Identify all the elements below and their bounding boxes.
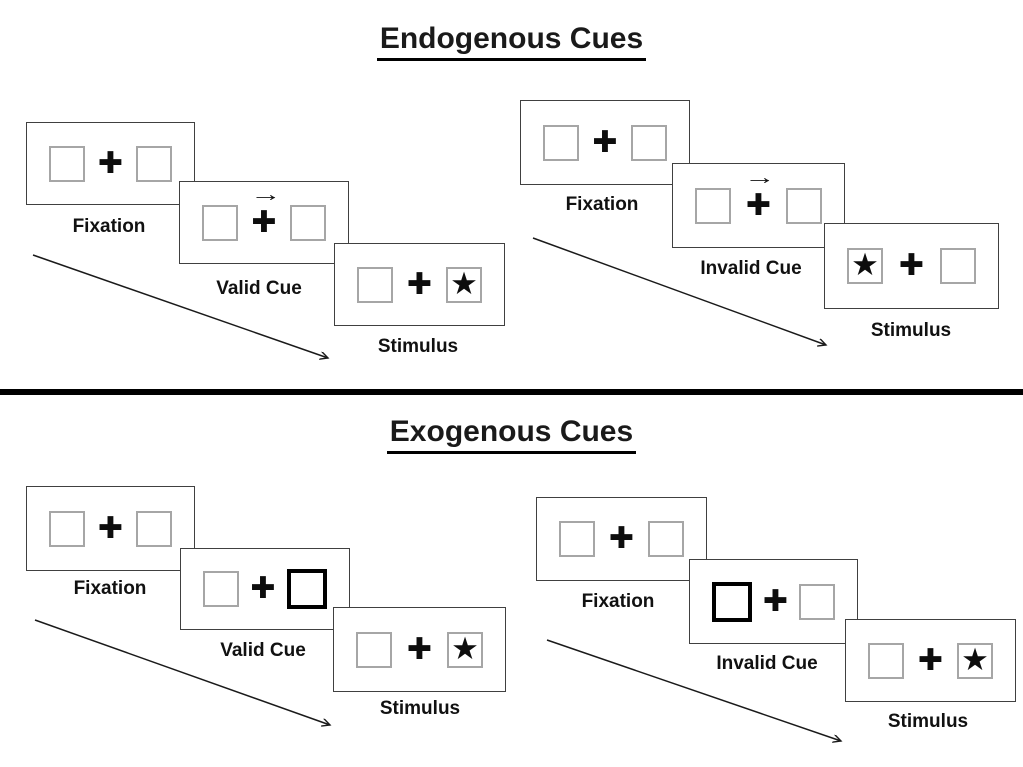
fixation-cross-icon: ✚ [97,146,124,180]
fixation-cross-icon: ✚ [97,511,124,545]
plus-glyph: ✚ [406,267,433,301]
fixation-cross-icon: → ✚ [744,167,776,222]
fixation-label: Fixation [72,216,146,237]
timeline-arrow [546,639,854,751]
stimulus-label: Stimulus [870,320,952,341]
timeline-arrow [34,619,342,735]
target-box-right: ★ [446,630,483,668]
placeholder-box-left [49,145,85,182]
fixation-cross-icon: ✚ [406,267,433,301]
placeholder-box-left [695,187,731,224]
placeholder-box-right [135,510,172,547]
panel-fixation: ✚ [520,100,690,185]
invalid-cue-label: Invalid Cue [700,258,802,279]
placeholder-box-right [289,204,326,241]
fixation-label: Fixation [581,591,655,612]
placeholder-box-right [798,583,835,620]
panel-valid-cue: ✚ [180,548,350,630]
plus-glyph: ✚ [745,188,772,222]
panel-fixation: ✚ [536,497,707,581]
fixation-cross-icon: ✚ [762,584,789,618]
placeholder-box-left [868,642,904,679]
placeholder-box-left [357,266,393,303]
stimulus-label: Stimulus [377,336,459,357]
fixation-cross-icon: ✚ [406,632,433,666]
fixation-cross-icon: ✚ [917,643,944,677]
placeholder-box-left [543,124,579,161]
fixation-cross-icon: ✚ [250,574,275,604]
plus-glyph: ✚ [917,643,944,677]
fixation-cross-icon: ✚ [609,524,634,554]
valid-cue-label: Valid Cue [216,278,302,299]
plus-glyph: ✚ [762,584,789,618]
placeholder-box-right [135,145,172,182]
cue-highlight-box-right [286,569,327,609]
plus-glyph: ✚ [608,522,635,555]
cue-highlight-box-left [712,581,752,622]
target-box-right: ★ [445,265,482,303]
exogenous-section-title: Exogenous Cues [0,415,1023,454]
plus-glyph: ✚ [898,249,925,282]
panel-stimulus: ★ ✚ [824,223,999,309]
panel-stimulus: ✚ ★ [845,619,1016,702]
panel-stimulus: ✚ ★ [333,607,506,692]
placeholder-box-right [647,521,684,557]
placeholder-box-left [202,204,238,241]
target-box-left: ★ [847,248,883,284]
cue-arrow-right-icon: → [249,182,282,206]
cue-arrow-right-icon: → [744,165,776,189]
plus-glyph: ✚ [97,146,124,180]
placeholder-box-left [203,571,239,607]
plus-glyph: ✚ [406,632,433,666]
exogenous-title-text: Exogenous Cues [386,415,637,454]
placeholder-box-left [559,521,595,557]
fixation-cross-icon: ✚ [899,251,924,281]
fixation-label: Fixation [73,578,147,599]
stimulus-label: Stimulus [379,698,461,719]
valid-cue-label: Valid Cue [220,640,306,661]
panel-valid-cue: → ✚ [179,181,349,264]
target-box-right: ★ [956,641,993,679]
endogenous-title-text: Endogenous Cues [376,22,647,61]
panel-fixation: ✚ [26,122,195,205]
plus-glyph: ✚ [250,572,276,605]
endogenous-section-title: Endogenous Cues [0,22,1023,61]
placeholder-box-left [356,631,392,668]
placeholder-box-right [939,248,976,284]
star-target-icon: ★ [450,265,478,301]
section-divider [0,389,1023,395]
placeholder-box-right [630,124,667,161]
timeline-arrow [532,237,840,355]
panel-invalid-cue: ✚ [689,559,858,644]
star-target-icon: ★ [851,247,879,282]
panel-fixation: ✚ [26,486,195,571]
plus-glyph: ✚ [251,205,277,239]
fixation-label: Fixation [565,194,639,215]
placeholder-box-left [49,510,85,547]
fixation-cross-icon: ✚ [592,125,618,159]
plus-glyph: ✚ [97,511,124,545]
timeline-arrow [32,254,345,370]
star-target-icon: ★ [451,630,479,666]
panel-stimulus: ✚ ★ [334,243,505,326]
placeholder-box-right [785,187,822,224]
plus-glyph: ✚ [592,125,618,159]
stimulus-label: Stimulus [887,711,969,732]
fixation-cross-icon: → ✚ [250,184,282,239]
panel-invalid-cue: → ✚ [672,163,845,248]
star-target-icon: ★ [961,641,989,677]
invalid-cue-label: Invalid Cue [716,653,818,674]
